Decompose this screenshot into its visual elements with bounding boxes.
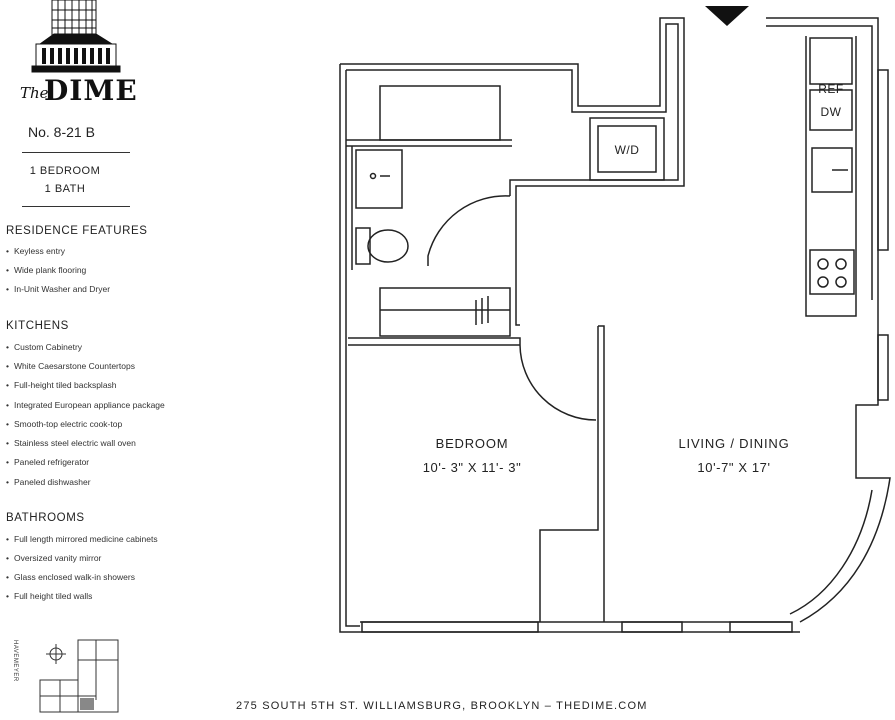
feature-item: •Integrated European appliance package: [6, 400, 165, 410]
feature-item: •Stainless steel electric wall oven: [6, 438, 136, 448]
divider: [22, 206, 130, 207]
logo-wordmark: The DIME: [18, 74, 137, 108]
feature-item: •Full-height tiled backsplash: [6, 380, 117, 390]
feature-item: •Paneled dishwasher: [6, 477, 91, 487]
feature-item: •Oversized vanity mirror: [6, 553, 102, 563]
features-sidebar: The DIME No. 8-21 B 1 BEDROOM 1 BATH RES…: [0, 0, 200, 720]
building-illustration: [31, 0, 121, 73]
entry-arrow-icon: [705, 6, 749, 26]
feature-item: •Wide plank flooring: [6, 265, 87, 275]
unit-number: No. 8-21 B: [28, 124, 95, 140]
feature-item: •Keyless entry: [6, 246, 66, 256]
the-dime-logo: The DIME: [18, 0, 137, 108]
living-dining-dimensions: 10'-7" X 17': [697, 460, 770, 475]
feature-item: •In-Unit Washer and Dryer: [6, 284, 111, 294]
section-heading-bathrooms: BATHROOMS: [6, 512, 85, 524]
bedroom-dimensions: 10'- 3" X 11'- 3": [423, 460, 522, 475]
feature-item: •Glass enclosed walk-in showers: [6, 572, 135, 582]
living-dining-label: LIVING / DINING: [679, 436, 790, 451]
feature-item: •Paneled refrigerator: [6, 457, 90, 467]
dishwasher-label: DW: [821, 105, 842, 119]
section-heading-kitchens: KITCHENS: [6, 320, 69, 332]
refrigerator-label: REF: [818, 82, 844, 96]
washer-dryer-label: W/D: [615, 143, 640, 157]
feature-item: •White Caesarstone Countertops: [6, 361, 135, 371]
section-heading-residence: RESIDENCE FEATURES: [6, 225, 148, 237]
divider: [22, 152, 130, 153]
logo-dime: DIME: [44, 74, 138, 107]
bedroom-label: BEDROOM: [436, 436, 509, 451]
bath-count: 1 BATH: [44, 183, 86, 195]
logo-the: The: [20, 84, 49, 102]
feature-item: •Full height tiled walls: [6, 591, 93, 601]
feature-item: •Smooth-top electric cook-top: [6, 419, 123, 429]
keyplan-street-label: HAVEMEYER: [12, 640, 18, 682]
key-plan: HAVEMEYER: [12, 639, 119, 713]
feature-item: •Custom Cabinetry: [6, 342, 83, 352]
footer-address: 275 SOUTH 5TH ST. WILLIAMSBURG, BROOKLYN…: [236, 700, 648, 712]
bedroom-count: 1 BEDROOM: [29, 165, 101, 177]
feature-item: •Full length mirrored medicine cabinets: [6, 534, 158, 544]
